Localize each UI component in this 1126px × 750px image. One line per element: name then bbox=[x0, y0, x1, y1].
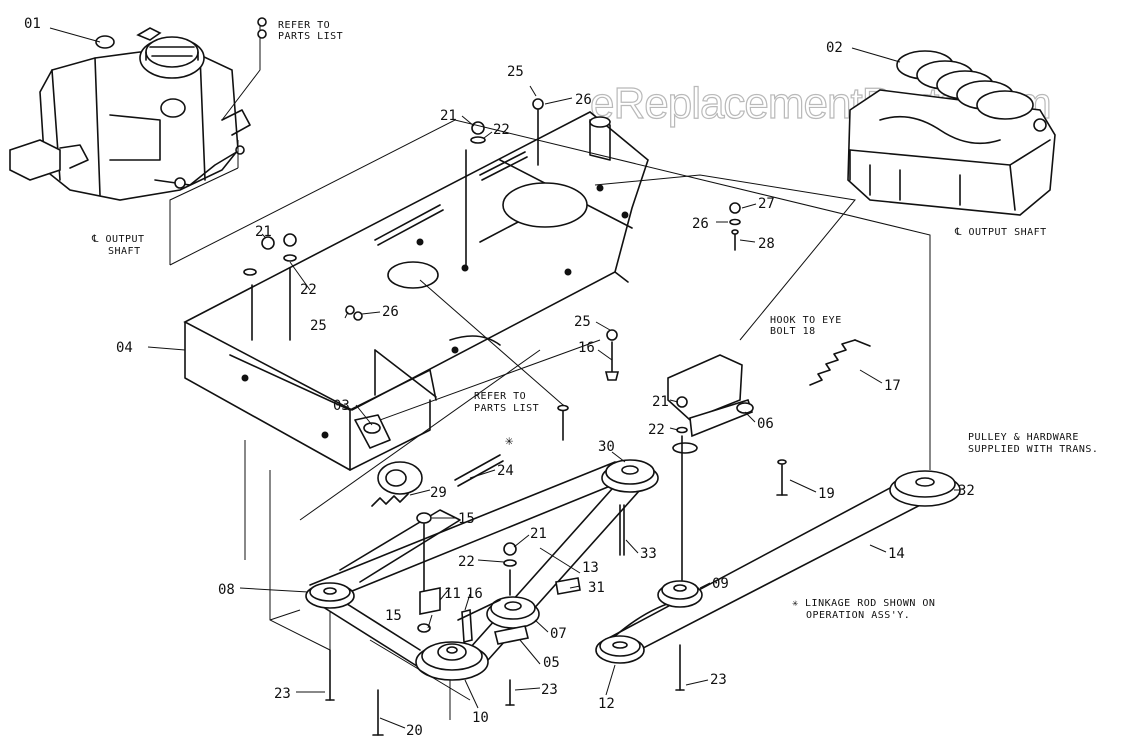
part-label-31: 31 bbox=[588, 580, 605, 596]
part-label-10: 10 bbox=[472, 710, 489, 726]
note-refer-parts-mid-2: PARTS LIST bbox=[474, 403, 539, 414]
note-linkage-1: ✳ LINKAGE ROD SHOWN ON bbox=[792, 598, 935, 609]
part-label-08: 08 bbox=[218, 582, 235, 598]
part-label-02: 02 bbox=[826, 40, 843, 56]
part-label-09: 09 bbox=[712, 576, 729, 592]
note-hook-to-eye-1: HOOK TO EYE bbox=[770, 315, 842, 326]
part-label-26c: 26 bbox=[692, 216, 709, 232]
pulley-32-drawing bbox=[889, 470, 961, 507]
pulley-12-drawing bbox=[595, 635, 645, 664]
note-output-shaft-left-2: SHAFT bbox=[108, 246, 141, 257]
part-label-15b: 15 bbox=[458, 511, 475, 527]
part-label-22d: 22 bbox=[458, 554, 475, 570]
part-label-16b: 16 bbox=[578, 340, 595, 356]
part-label-07: 07 bbox=[550, 626, 567, 642]
part-label-33: 33 bbox=[640, 546, 657, 562]
part-label-21c: 21 bbox=[652, 394, 669, 410]
part-label-28: 28 bbox=[758, 236, 775, 252]
part-label-25c: 25 bbox=[574, 314, 591, 330]
part-labels: 01 02 03 04 05 06 07 08 09 10 11 12 13 1… bbox=[24, 16, 975, 739]
part-label-21d: 21 bbox=[530, 526, 547, 542]
pulley-09-drawing bbox=[657, 580, 703, 608]
part-label-24: 24 bbox=[497, 463, 514, 479]
part-label-27: 27 bbox=[758, 196, 775, 212]
note-refer-parts-mid-1: REFER TO bbox=[474, 391, 526, 402]
part-label-20: 20 bbox=[406, 723, 423, 739]
pulley-30-drawing bbox=[601, 459, 659, 493]
notes: REFER TO PARTS LIST ℄ OUTPUT SHAFT ℄ OUT… bbox=[91, 17, 1098, 621]
part-label-06: 06 bbox=[757, 416, 774, 432]
part-label-26a: 26 bbox=[575, 92, 592, 108]
part-label-25a: 25 bbox=[507, 64, 524, 80]
note-output-shaft-left-1: ℄ OUTPUT bbox=[91, 234, 145, 245]
note-hook-to-eye-2: BOLT 18 bbox=[770, 326, 816, 337]
part-label-21b: 21 bbox=[255, 224, 272, 240]
part-label-05: 05 bbox=[543, 655, 560, 671]
part-label-23a: 23 bbox=[274, 686, 291, 702]
part-label-11: 11 bbox=[444, 586, 461, 602]
pulley-07-drawing bbox=[486, 596, 540, 629]
part-label-04: 04 bbox=[116, 340, 133, 356]
note-output-shaft-right: ℄ OUTPUT SHAFT bbox=[954, 227, 1047, 238]
bracket-03-drawing bbox=[354, 414, 423, 495]
note-linkage-2: OPERATION ASS'Y. bbox=[806, 610, 910, 621]
part-label-01: 01 bbox=[24, 16, 41, 32]
part-label-03: 03 bbox=[333, 398, 350, 414]
part-label-29: 29 bbox=[430, 485, 447, 501]
part-label-17: 17 bbox=[884, 378, 901, 394]
asterisk-mark: ✳ bbox=[505, 433, 514, 449]
part-label-25b: 25 bbox=[310, 318, 327, 334]
part-label-19: 19 bbox=[818, 486, 835, 502]
engine-01-drawing bbox=[9, 27, 251, 201]
note-refer-parts-top-2: PARTS LIST bbox=[278, 31, 343, 42]
main-frame-04-drawing bbox=[183, 111, 649, 471]
pulley-10-drawing bbox=[415, 641, 489, 681]
part-label-22b: 22 bbox=[300, 282, 317, 298]
part-label-22c: 22 bbox=[648, 422, 665, 438]
part-label-23b: 23 bbox=[541, 682, 558, 698]
note-refer-parts-top-1: REFER TO bbox=[278, 20, 330, 31]
transmission-02-drawing bbox=[847, 50, 1056, 216]
part-label-13: 13 bbox=[582, 560, 599, 576]
note-pulley-hardware-1: PULLEY & HARDWARE bbox=[968, 432, 1079, 443]
leader-lines bbox=[49, 27, 960, 729]
hardware-drawing bbox=[243, 98, 788, 736]
idler-bracket-drawing bbox=[339, 509, 529, 645]
part-label-21a: 21 bbox=[440, 108, 457, 124]
part-label-14: 14 bbox=[888, 546, 905, 562]
part-label-23c: 23 bbox=[710, 672, 727, 688]
belt-14-drawing bbox=[599, 479, 931, 661]
part-label-16a: 16 bbox=[466, 586, 483, 602]
note-pulley-hardware-2: SUPPLIED WITH TRANS. bbox=[968, 444, 1098, 455]
part-label-32: 32 bbox=[958, 483, 975, 499]
part-label-26b: 26 bbox=[382, 304, 399, 320]
pulley-08-drawing bbox=[305, 582, 355, 609]
part-label-22a: 22 bbox=[493, 122, 510, 138]
part-label-12: 12 bbox=[598, 696, 615, 712]
part-label-30: 30 bbox=[598, 439, 615, 455]
spring-17-drawing bbox=[809, 339, 871, 386]
part-label-15a: 15 bbox=[385, 608, 402, 624]
